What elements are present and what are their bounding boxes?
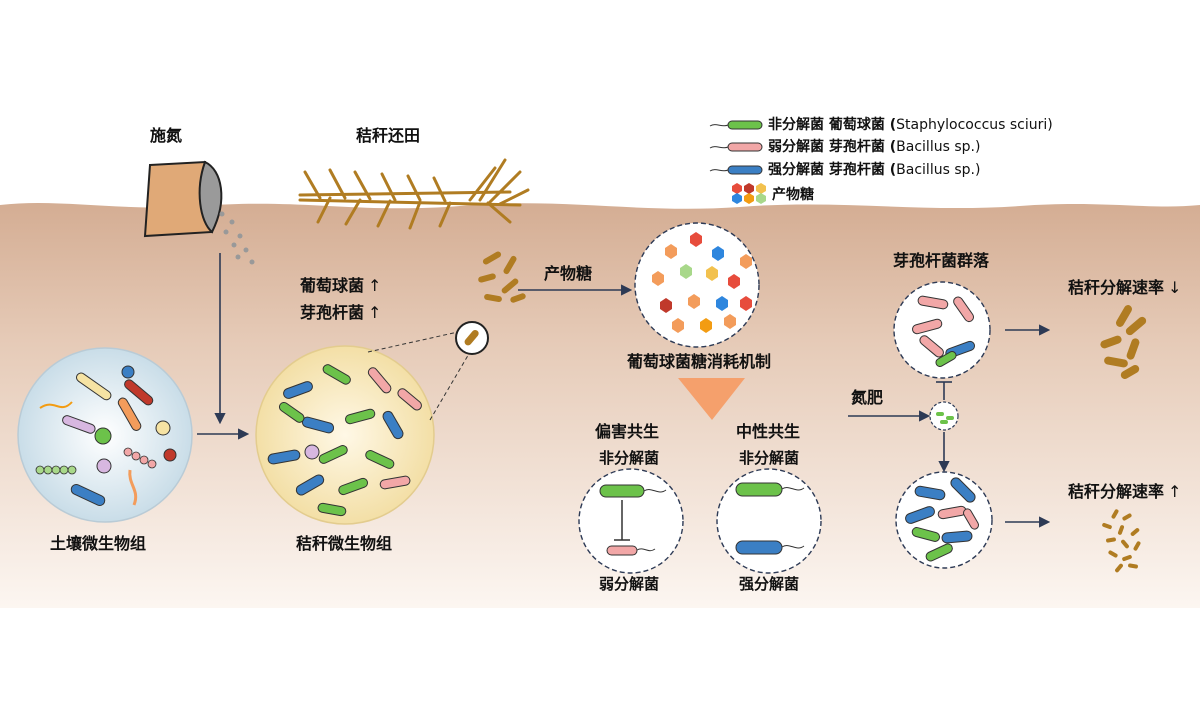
funnel-arrow bbox=[678, 378, 745, 420]
straw-pieces-icon bbox=[478, 251, 526, 303]
neutralism-circle bbox=[716, 468, 822, 574]
straw-microbiome-label: 秸秆微生物组 bbox=[296, 534, 393, 553]
nitrogen-fertilizer-label: 氮肥 bbox=[851, 388, 884, 407]
amensalism-circle bbox=[578, 468, 684, 574]
weak-decomposer-label: 弱分解菌 bbox=[599, 575, 660, 593]
non-decomposer-label-right: 非分解菌 bbox=[739, 449, 800, 467]
bacillus-community-label: 芽孢杆菌群落 bbox=[893, 251, 990, 270]
magnifier-icon bbox=[455, 321, 489, 355]
amensalism-label: 偏害共生 bbox=[595, 422, 660, 441]
nitrogen-small-circle bbox=[929, 401, 959, 431]
soil-microbiome-circle bbox=[17, 347, 193, 523]
legend-icons bbox=[709, 120, 766, 204]
straw-icon bbox=[298, 158, 530, 230]
bacillus-increase-label: 芽孢杆菌↑ bbox=[300, 303, 382, 322]
bacillus-community-circle-bottom bbox=[895, 471, 993, 569]
legend-item-strong-bacillus: 强分解菌 芽孢杆菌 (Bacillus sp.) bbox=[768, 162, 981, 178]
soil-microbiome-label: 土壤微生物组 bbox=[50, 534, 147, 553]
bacillus-community-circle-top bbox=[893, 281, 991, 379]
decomposition-rate-up-label: 秸秆分解速率↑ bbox=[1068, 482, 1182, 501]
legend-item-sugar: 产物糖 bbox=[772, 187, 814, 203]
neutralism-label: 中性共生 bbox=[736, 422, 801, 441]
zoom-line-1 bbox=[367, 331, 459, 353]
straw-microbiome-circle bbox=[255, 345, 435, 525]
straw-return-label: 秸秆还田 bbox=[356, 126, 421, 145]
product-sugar-label: 产物糖 bbox=[544, 264, 593, 283]
legend-item-staph: 非分解菌 葡萄球菌 (Staphylococcus sciuri) bbox=[768, 117, 1053, 133]
straw-pieces-large-icon bbox=[1100, 305, 1147, 379]
mechanism-label: 葡萄球菌糖消耗机制 bbox=[627, 352, 772, 371]
straw-pieces-small-icon bbox=[1102, 509, 1141, 573]
product-sugar-circle bbox=[634, 222, 760, 348]
non-decomposer-label-left: 非分解菌 bbox=[599, 449, 660, 467]
fertilizer-bag-icon bbox=[143, 160, 255, 265]
zoom-line-2 bbox=[429, 351, 471, 421]
strong-decomposer-label: 强分解菌 bbox=[739, 575, 800, 593]
legend-item-weak-bacillus: 弱分解菌 芽孢杆菌 (Bacillus sp.) bbox=[768, 139, 981, 155]
decomposition-rate-down-label: 秸秆分解速率↓ bbox=[1068, 278, 1182, 297]
fertilizer-label: 施氮 bbox=[150, 126, 183, 145]
staph-increase-label: 葡萄球菌↑ bbox=[300, 276, 382, 295]
